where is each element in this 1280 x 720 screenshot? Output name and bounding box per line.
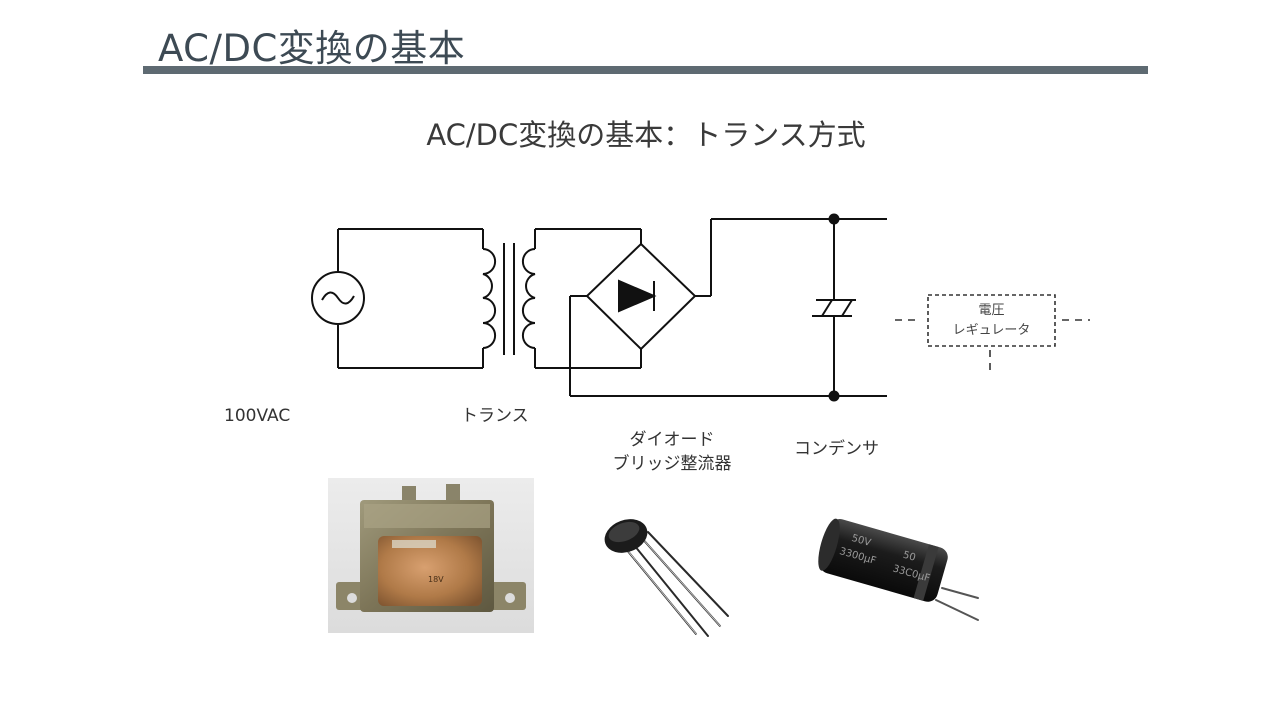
capacitor-marking-1: 50V — [850, 533, 872, 549]
transformer-secondary-coil — [521, 248, 536, 349]
slide-subtitle: AC/DC変換の基本：トランス方式 — [426, 118, 866, 152]
transformer-label: トランス — [461, 406, 529, 426]
secondary-wiring — [534, 228, 642, 369]
regulator-label-line2: レギュレータ — [952, 323, 1031, 339]
junction-dot-bottom — [828, 390, 840, 402]
bridge-label: ダイオード ブリッジ整流器 — [598, 429, 746, 477]
capacitor-marking-3: 50 — [902, 550, 917, 564]
transformer-marking: 18V — [428, 575, 444, 584]
source-label: 100VAC — [224, 406, 291, 426]
transformer-primary-coil — [482, 248, 497, 349]
voltage-regulator-block — [895, 294, 1090, 373]
ac-source-symbol — [311, 271, 365, 325]
voltage-regulator-label: 電圧 レギュレータ — [928, 301, 1055, 341]
capacitor-photo: 50V 3300μF 50 33C0μF — [818, 518, 979, 621]
bridge-label-line1: ダイオード — [629, 430, 715, 450]
capacitor-label: コンデンサ — [794, 439, 879, 459]
slide-title: AC/DC変換の基本 — [158, 27, 466, 70]
bridge-rectifier-photo — [604, 519, 729, 637]
bridge-label-line2: ブリッジ整流器 — [612, 453, 732, 474]
regulator-label-line1: 電圧 — [978, 303, 1005, 318]
rectifier-output-wiring — [569, 218, 887, 397]
diode-symbol — [618, 279, 657, 313]
title-underline — [143, 66, 1148, 74]
ac-source-loop — [337, 228, 484, 369]
transformer-photo: 18V — [328, 478, 534, 633]
transformer-core — [503, 243, 515, 355]
junction-dot-top — [828, 213, 840, 225]
capacitor-symbol — [812, 219, 856, 396]
